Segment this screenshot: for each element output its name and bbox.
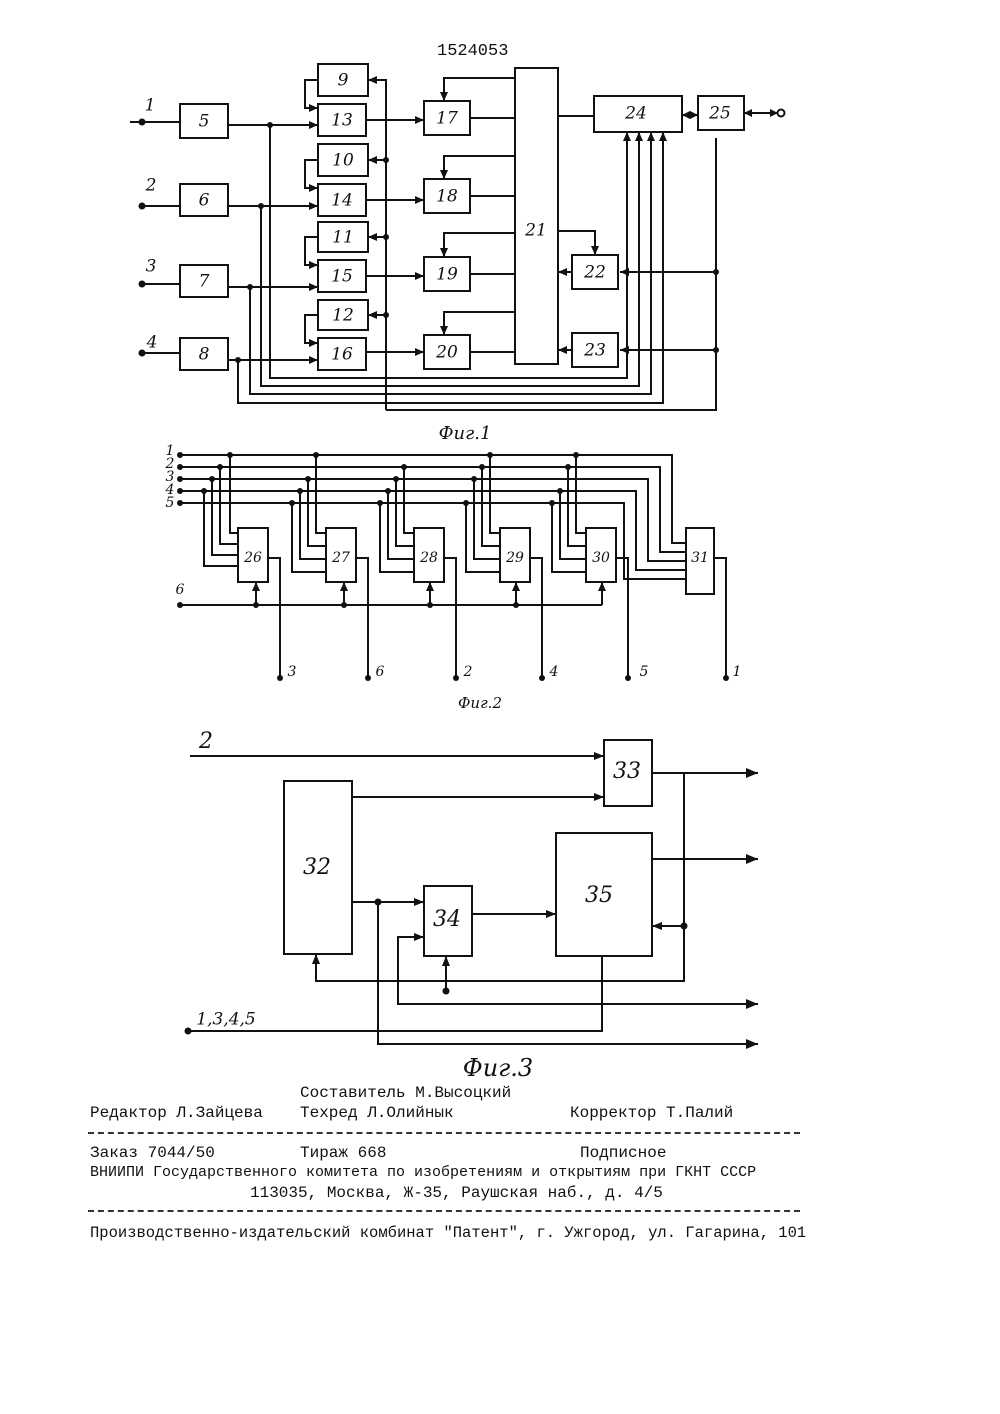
publisher: Производственно-издательский комбинат "П…: [90, 1224, 806, 1242]
divider: [88, 1132, 800, 1134]
block-label: 22: [583, 263, 606, 283]
block-label: 7: [199, 272, 210, 292]
fig2-diagram: 1 2 3 4 5 6 26 27 28 29 30 31 3 6 2 4 5 …: [165, 443, 742, 712]
fig2-output-label: 6: [376, 664, 385, 680]
block-label: 20: [435, 343, 458, 363]
block-label: 15: [331, 267, 353, 287]
compiler: Составитель М.Высоцкий: [300, 1084, 511, 1102]
block-label: 32: [303, 855, 331, 880]
block-label: 25: [708, 104, 731, 124]
fig3-input-label: 1,3,4,5: [196, 1010, 255, 1030]
block-label: 21: [524, 221, 547, 241]
fig2-input-label: 6: [176, 582, 185, 598]
block-label: 19: [436, 265, 458, 285]
block-label: 17: [436, 109, 458, 129]
fig2-caption: Фиг.2: [458, 694, 502, 712]
fig1-input-label: 4: [146, 333, 158, 353]
block-label: 29: [505, 550, 524, 566]
block-label: 11: [332, 228, 354, 248]
block-label: 16: [331, 345, 353, 365]
editor: Редактор Л.Зайцева: [90, 1104, 263, 1122]
fig1-caption: Фиг.1: [439, 423, 492, 444]
block-label: 31: [691, 550, 709, 566]
block-label: 13: [331, 111, 353, 131]
block-label: 27: [331, 550, 350, 566]
block-label: 33: [613, 759, 641, 784]
fig3-caption: Фиг.3: [463, 1054, 533, 1082]
fig2-output-label: 1: [733, 664, 742, 680]
block-label: 10: [332, 151, 354, 171]
block-label: 12: [332, 306, 354, 326]
block-label: 9: [338, 71, 349, 91]
fig2-output-label: 5: [640, 664, 649, 680]
fig1-labels: 1 2 3 4 5 6 7 8 9 10 11 12 13 14 15 16 1…: [145, 71, 731, 365]
fig2-blocks: [238, 528, 714, 594]
block-label: 14: [331, 191, 353, 211]
fig2-output-label: 2: [463, 664, 473, 680]
block-label: 23: [583, 341, 606, 361]
fig2-output-label: 4: [549, 664, 559, 680]
block-label: 24: [624, 104, 647, 124]
divider: [88, 1210, 800, 1212]
block-label: 18: [436, 187, 458, 207]
circulation: Тираж 668: [300, 1144, 386, 1162]
block-label: 35: [585, 883, 613, 908]
organization: ВНИИПИ Государственного комитета по изоб…: [90, 1164, 756, 1181]
fig2-output-label: 3: [288, 664, 297, 680]
order-number: Заказ 7044/50: [90, 1144, 215, 1162]
fig3-input-label: 2: [198, 729, 213, 754]
fig3-diagram: 2 1,3,4,5 32 33 34 35 Фиг.3: [185, 729, 759, 1082]
block-21: [515, 68, 558, 364]
fig1-input-label: 3: [146, 257, 157, 277]
corrector: Корректор Т.Палий: [570, 1104, 733, 1122]
fig1-diagram: 1 2 3 4 5 6 7 8 9 10 11 12 13 14 15 16 1…: [130, 64, 785, 444]
fig3-blocks: [284, 740, 652, 956]
fig1-blocks: [180, 64, 744, 370]
subscription: Подписное: [580, 1144, 666, 1162]
block-label: 26: [243, 550, 262, 566]
block-label: 8: [199, 345, 210, 365]
fig1-input-label: 1: [145, 96, 156, 116]
block-label: 5: [199, 112, 210, 132]
block-label: 34: [433, 907, 461, 932]
techred: Техред Л.Олийнык: [300, 1104, 454, 1122]
address: 113035, Москва, Ж-35, Раушская наб., д. …: [250, 1184, 663, 1202]
fig1-input-label: 2: [145, 176, 157, 196]
block-label: 30: [592, 550, 610, 566]
block-label: 28: [419, 550, 438, 566]
fig2-input-label: 5: [166, 495, 175, 511]
block-label: 6: [199, 191, 210, 211]
